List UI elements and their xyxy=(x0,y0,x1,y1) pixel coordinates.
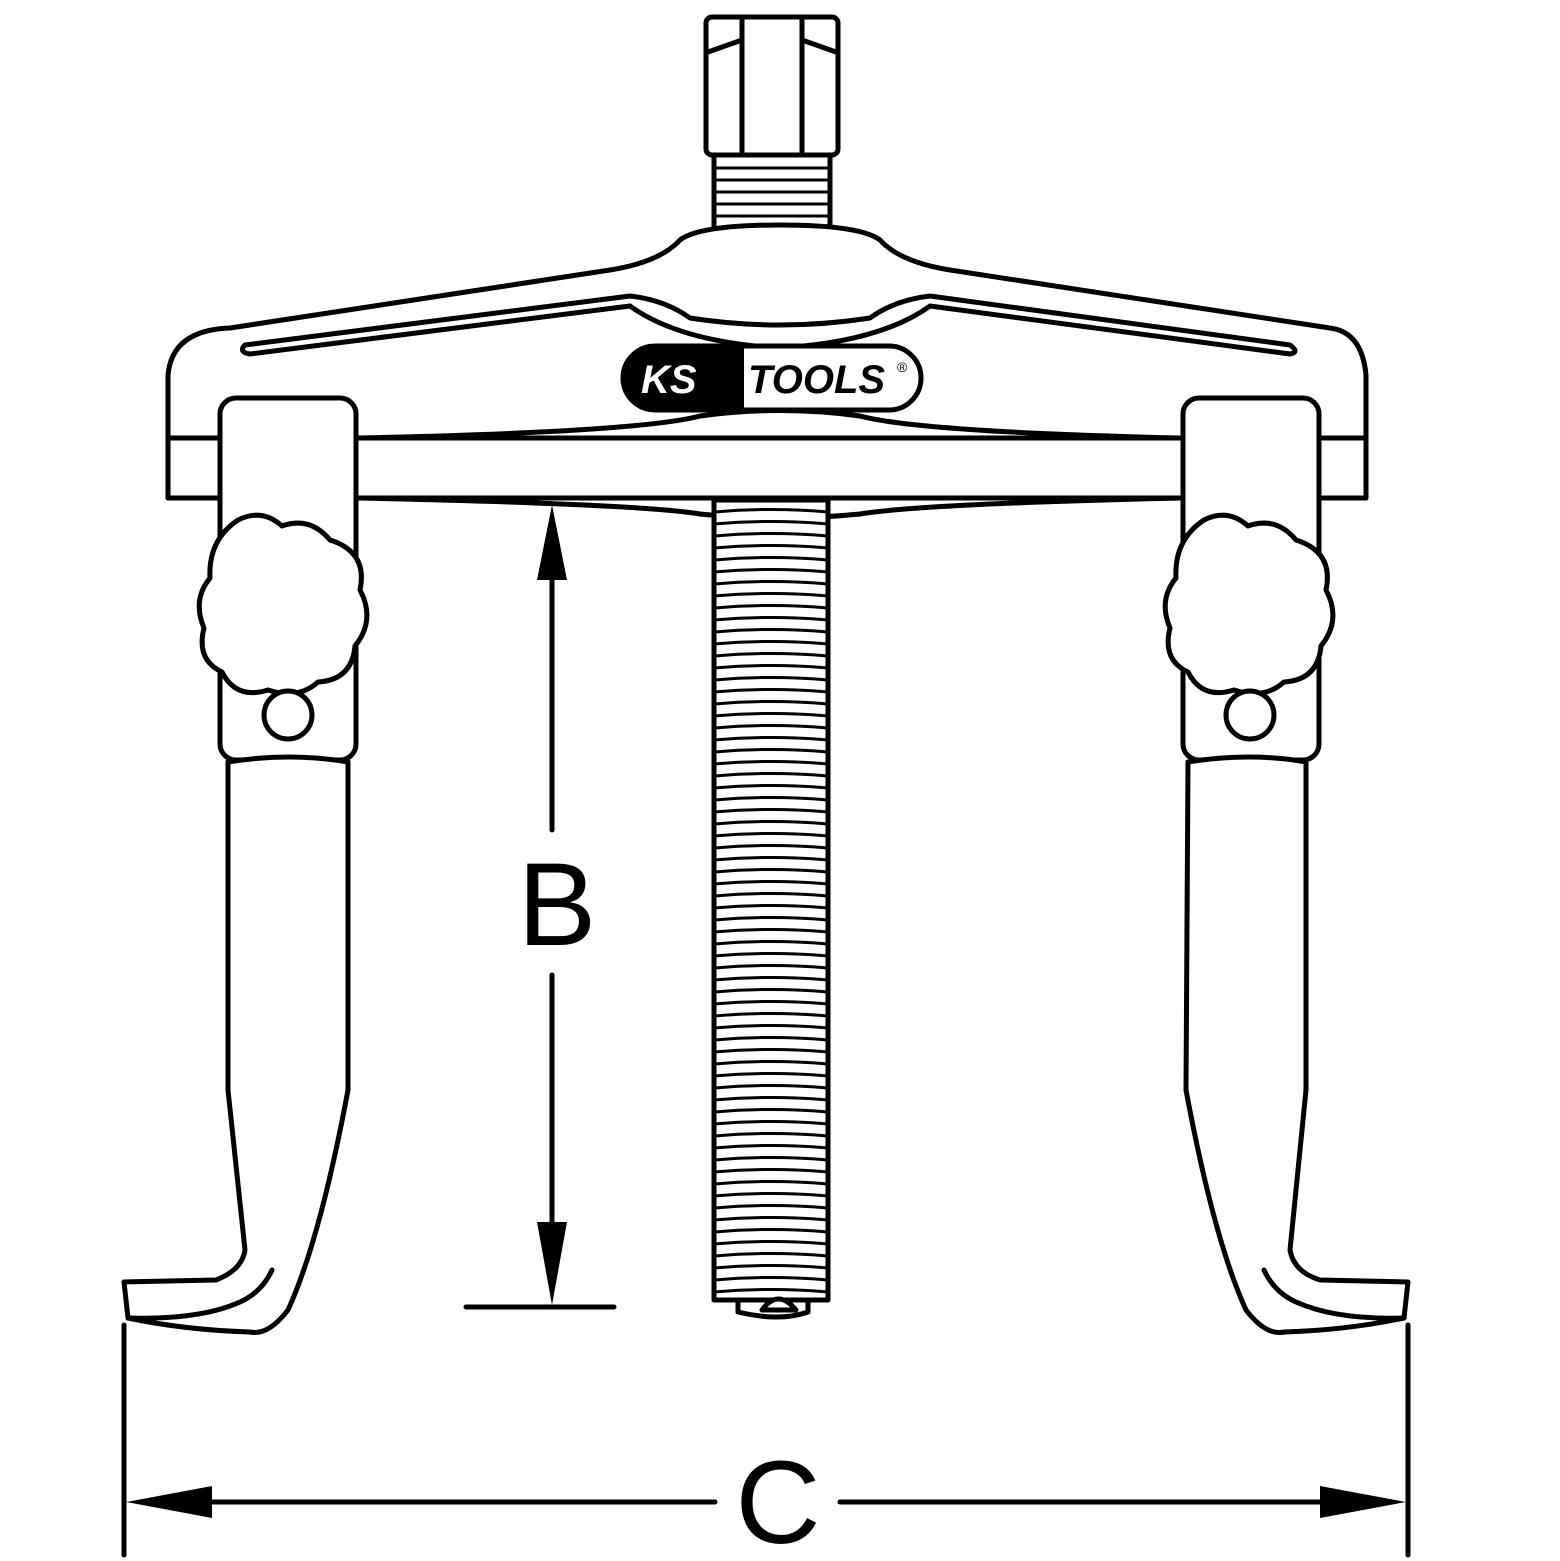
spindle-threads xyxy=(713,508,829,1294)
logo-brand-right: TOOLS xyxy=(748,358,885,402)
dimension-b-label: B xyxy=(518,839,597,971)
right-knob-icon xyxy=(1162,512,1336,697)
ks-tools-logo: KS TOOLS ® xyxy=(620,343,924,413)
logo-brand-left: KS xyxy=(641,358,697,402)
left-knob-icon xyxy=(196,512,370,697)
left-arm xyxy=(121,395,370,1336)
dim-b-arrow-down-icon xyxy=(537,1222,567,1305)
dimension-c: C xyxy=(121,1322,1411,1561)
right-arm xyxy=(1162,395,1411,1336)
dim-c-arrow-right-icon xyxy=(1320,1486,1406,1518)
dim-c-arrow-left-icon xyxy=(126,1486,212,1518)
dim-b-arrow-up-icon xyxy=(537,505,567,580)
left-pivot-pin-icon xyxy=(261,688,315,742)
right-pivot-pin-icon xyxy=(1223,688,1277,742)
spindle xyxy=(711,497,831,1320)
dimension-c-label: C xyxy=(735,1437,820,1561)
hex-nut xyxy=(703,14,841,158)
dimension-b: B xyxy=(463,505,617,1310)
logo-registered-mark: ® xyxy=(897,359,908,375)
